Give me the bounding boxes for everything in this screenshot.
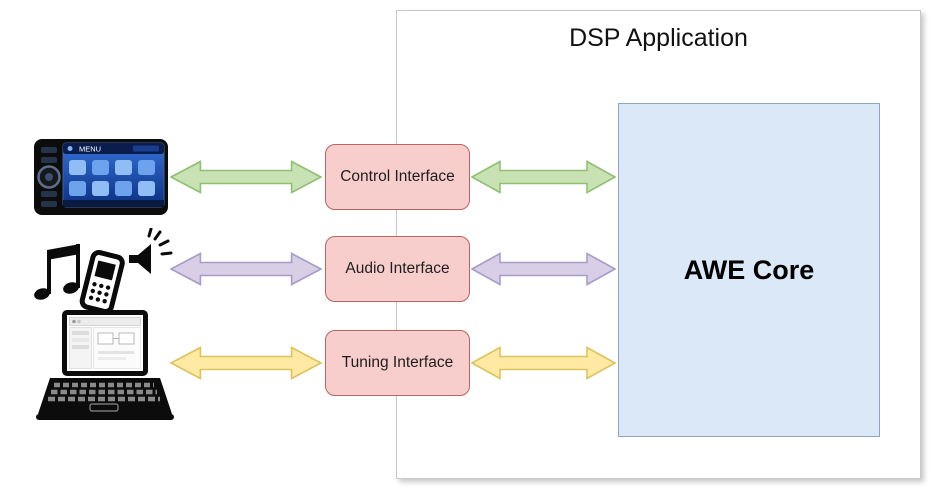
tuning-interface-label: Tuning Interface (341, 354, 454, 371)
audio-right-arrow (471, 252, 616, 286)
head-unit-status-bar (133, 145, 159, 152)
music-notes-icon (34, 244, 80, 300)
double-arrow-shape (471, 160, 616, 194)
phone-icon (79, 250, 125, 313)
double-arrow-shape (170, 252, 322, 286)
tuning-interface-box: Tuning Interface (325, 330, 470, 396)
laptop-base (36, 378, 174, 420)
tuning-right-arrow (471, 346, 616, 380)
head-unit-home-dot (67, 146, 73, 151)
head-unit-side-buttons (41, 147, 57, 207)
control-right-arrow (471, 160, 616, 194)
head-unit-screen-text: MENU (79, 145, 101, 154)
double-arrow-shape (471, 346, 616, 380)
tuning-left-arrow (170, 346, 322, 380)
laptop-touchpad (89, 403, 119, 412)
awe-core-box: AWE Core (618, 103, 880, 437)
car-head-unit-icon: MENU (34, 139, 168, 215)
double-arrow-shape (170, 346, 322, 380)
speaker-icon (129, 228, 173, 274)
laptop-icon (36, 310, 174, 420)
control-interface-box: Control Interface (325, 144, 470, 210)
head-unit-knob-center (45, 173, 53, 181)
head-unit-screen-bottombar (63, 200, 164, 207)
audio-left-arrow (170, 252, 322, 286)
dsp-application-title: DSP Application (569, 24, 748, 52)
double-arrow-shape (471, 252, 616, 286)
awe-core-label: AWE Core (683, 254, 815, 285)
control-interface-label: Control Interface (340, 168, 455, 185)
laptop-screen (62, 310, 148, 376)
audio-sources-icon (34, 228, 173, 313)
audio-interface-box: Audio Interface (325, 236, 470, 302)
double-arrow-shape (170, 160, 322, 194)
control-left-arrow (170, 160, 322, 194)
audio-interface-label: Audio Interface (345, 260, 450, 277)
head-unit-app-icons (69, 160, 155, 196)
